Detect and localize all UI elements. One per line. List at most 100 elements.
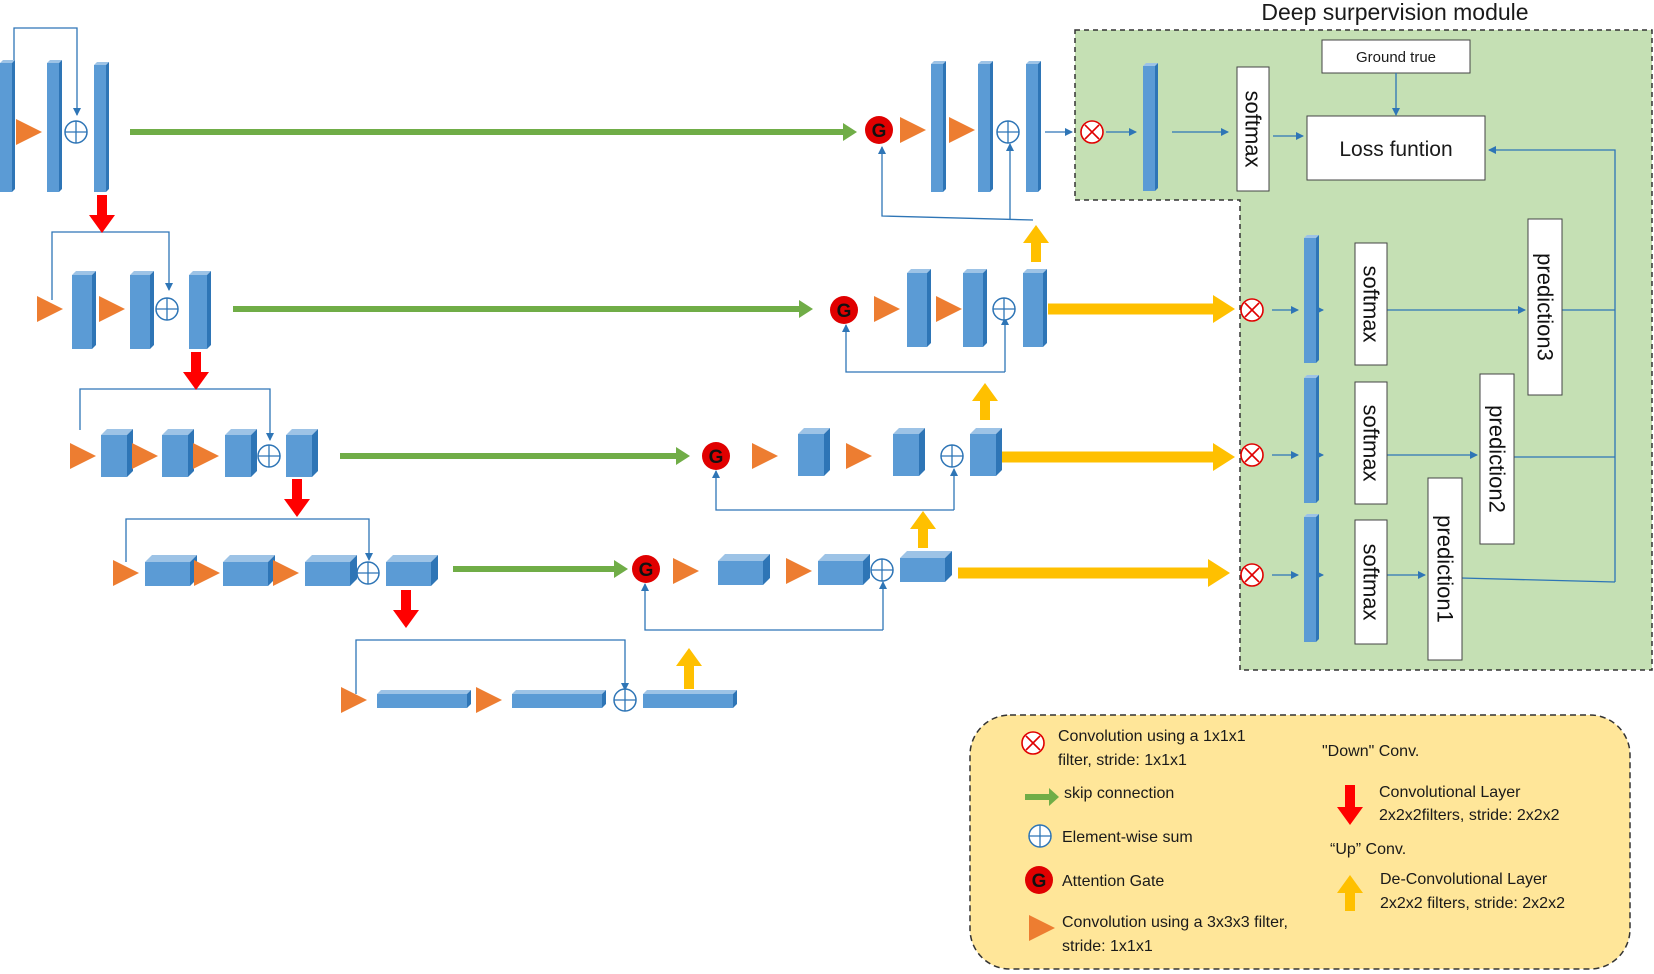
connector-line bbox=[842, 324, 1005, 373]
block-top-face bbox=[305, 555, 357, 562]
feature-block bbox=[931, 61, 946, 192]
v-arrow-shaft bbox=[401, 590, 411, 610]
block-front-face bbox=[1304, 378, 1316, 503]
softmax-1-label: softmax bbox=[1240, 90, 1265, 167]
conv3x3-triangle bbox=[900, 117, 926, 143]
feature-block bbox=[643, 690, 737, 708]
connector-line bbox=[51, 231, 173, 300]
gate-letter: G bbox=[1032, 871, 1047, 892]
prediction1-label: prediction1 bbox=[1432, 515, 1457, 623]
block-top-face bbox=[223, 555, 275, 562]
conv3x3-triangle bbox=[752, 443, 778, 469]
legend-conv1-text: Convolution using a 1x1x1 filter, stride… bbox=[1058, 728, 1250, 769]
vertical-thick-arrow bbox=[89, 195, 115, 233]
legend-conv1-line2: filter, stride: 1x1x1 bbox=[1058, 752, 1187, 769]
legend-sum-text: Element-wise sum bbox=[1062, 829, 1193, 846]
block-side-face bbox=[919, 428, 925, 476]
feature-block bbox=[1304, 514, 1319, 642]
ground-truth-box bbox=[1321, 39, 1471, 74]
conv3x3-triangle bbox=[273, 560, 299, 586]
block-top-face bbox=[47, 60, 62, 63]
thick-arrow-shaft bbox=[340, 453, 676, 459]
feature-block bbox=[377, 690, 471, 708]
block-top-face bbox=[377, 690, 471, 694]
block-top-face bbox=[798, 428, 830, 434]
conv3x3-triangle bbox=[786, 558, 812, 584]
feature-block bbox=[1026, 61, 1041, 192]
v-arrow-shaft bbox=[1345, 893, 1355, 911]
gate-letter: G bbox=[709, 447, 724, 468]
connector-line bbox=[79, 388, 274, 441]
feature-block bbox=[162, 429, 194, 477]
block-top-face bbox=[130, 271, 154, 275]
block-front-face bbox=[225, 435, 251, 477]
gate-circle bbox=[632, 555, 660, 583]
thick-arrow-shaft bbox=[233, 306, 799, 312]
thick-arrow-shaft bbox=[958, 567, 1208, 579]
ground-truth-label: Ground true bbox=[1356, 49, 1436, 66]
connector-line bbox=[712, 470, 954, 511]
connector-line bbox=[125, 518, 373, 562]
block-front-face bbox=[963, 273, 983, 347]
v-arrow-shaft bbox=[1031, 243, 1041, 262]
connector-line bbox=[878, 146, 1034, 221]
block-side-face bbox=[996, 428, 1002, 476]
softmax-2-label: softmax bbox=[1358, 265, 1383, 342]
legend-up-line1: De-Convolutional Layer bbox=[1380, 871, 1548, 888]
thick-arrow-shaft bbox=[1000, 451, 1213, 463]
legend-conv3-line2: stride: 1x1x1 bbox=[1062, 938, 1153, 955]
feature-block bbox=[1304, 375, 1319, 503]
block-front-face bbox=[377, 694, 467, 708]
block-top-face bbox=[386, 555, 438, 562]
block-side-face bbox=[350, 555, 357, 586]
block-top-face bbox=[718, 554, 770, 561]
block-front-face bbox=[130, 275, 150, 349]
softmax-3-label: softmax bbox=[1358, 404, 1383, 481]
feature-block bbox=[130, 271, 154, 349]
legend-up-line2: 2x2x2 filters, stride: 2x2x2 bbox=[1380, 895, 1565, 912]
legend-icons: G bbox=[1021, 731, 1363, 941]
prediction3-label: prediction3 bbox=[1532, 253, 1557, 361]
block-side-face bbox=[92, 271, 96, 349]
connector-line bbox=[13, 27, 81, 183]
v-arrow-head bbox=[183, 372, 209, 390]
block-front-face bbox=[72, 275, 92, 349]
feature-block bbox=[1023, 269, 1047, 347]
block-side-face bbox=[127, 429, 133, 477]
prediction1-box bbox=[1427, 477, 1463, 661]
block-front-face bbox=[978, 64, 990, 192]
block-side-face bbox=[1316, 235, 1319, 363]
element-sum-icon bbox=[613, 688, 637, 712]
block-front-face bbox=[286, 435, 312, 477]
connector-line bbox=[355, 639, 629, 694]
legend-up-text: De-Convolutional Layer 2x2x2 filters, st… bbox=[1380, 871, 1565, 912]
block-side-face bbox=[106, 62, 109, 192]
block-side-face bbox=[12, 60, 15, 192]
conv1x1-x2 bbox=[1025, 735, 1041, 751]
block-side-face bbox=[927, 269, 931, 347]
block-top-face bbox=[0, 60, 15, 63]
block-top-face bbox=[978, 61, 993, 64]
element-sum-icon bbox=[1028, 824, 1052, 848]
block-top-face bbox=[1026, 61, 1041, 64]
block-side-face bbox=[824, 428, 830, 476]
block-side-face bbox=[1316, 514, 1319, 642]
loss-box bbox=[1306, 115, 1486, 181]
conv3x3-triangle bbox=[1029, 915, 1055, 941]
feature-block bbox=[893, 428, 925, 476]
block-top-face bbox=[1023, 269, 1047, 273]
legend-gate-line1: Attention Gate bbox=[1062, 873, 1164, 890]
connector-line bbox=[641, 583, 883, 631]
block-top-face bbox=[162, 429, 194, 435]
block-top-face bbox=[643, 690, 737, 694]
thick-arrow-shaft bbox=[453, 566, 614, 572]
feature-block bbox=[189, 271, 211, 349]
block-top-face bbox=[900, 551, 952, 558]
block-top-face bbox=[1304, 235, 1319, 238]
legend-down-line2: 2x2x2filters, stride: 2x2x2 bbox=[1379, 807, 1560, 824]
legend-conv3-line1: Convolution using a 3x3x3 filter, bbox=[1062, 914, 1288, 931]
vertical-thick-arrow bbox=[1023, 225, 1049, 262]
conv1x1-icon bbox=[1240, 563, 1264, 587]
legend-box bbox=[969, 714, 1631, 970]
